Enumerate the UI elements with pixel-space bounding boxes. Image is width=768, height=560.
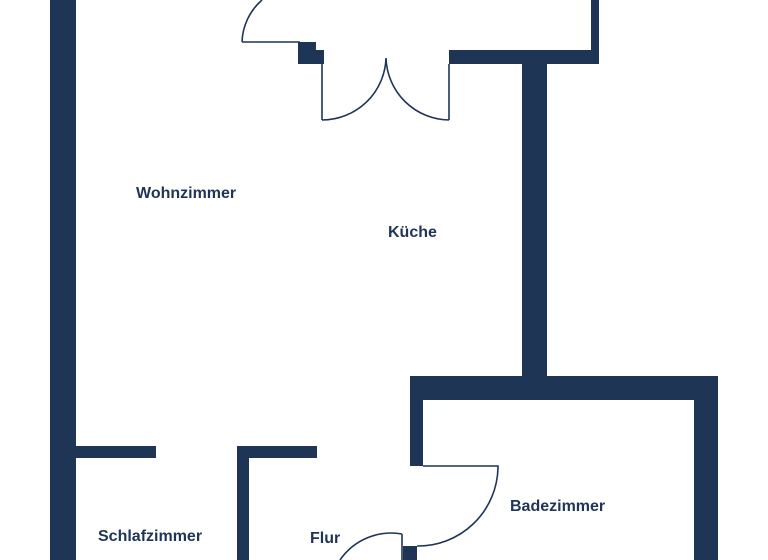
- wall-top-stub-b: [310, 50, 324, 64]
- room-label-flur: Flur: [310, 530, 340, 547]
- wall-left: [50, 0, 76, 560]
- door-double: [321, 57, 450, 121]
- wall-top-right-post: [591, 0, 599, 56]
- doors: [241, 0, 499, 560]
- room-label-badezimmer: Badezimmer: [510, 498, 605, 515]
- room-label-wohnzimmer: Wohnzimmer: [136, 185, 236, 202]
- door-bathroom: [416, 465, 499, 547]
- wall-hall-top: [237, 446, 317, 458]
- room-labels: Wohnzimmer Küche Schlafzimmer Flur Badez…: [98, 185, 605, 547]
- door-top-swing: [241, 0, 300, 43]
- wall-bath-left-upper: [410, 388, 423, 466]
- room-label-kueche: Küche: [388, 224, 437, 241]
- wall-bedroom-top: [76, 446, 156, 458]
- walls: [50, 0, 718, 560]
- wall-kitchen-right: [522, 56, 547, 390]
- wall-bath-left-lower: [403, 546, 417, 560]
- wall-bath-top: [410, 376, 718, 400]
- wall-hall-left: [237, 446, 249, 560]
- door-hall: [339, 532, 403, 560]
- wall-bath-right: [694, 376, 718, 560]
- room-label-schlafzimmer: Schlafzimmer: [98, 528, 202, 545]
